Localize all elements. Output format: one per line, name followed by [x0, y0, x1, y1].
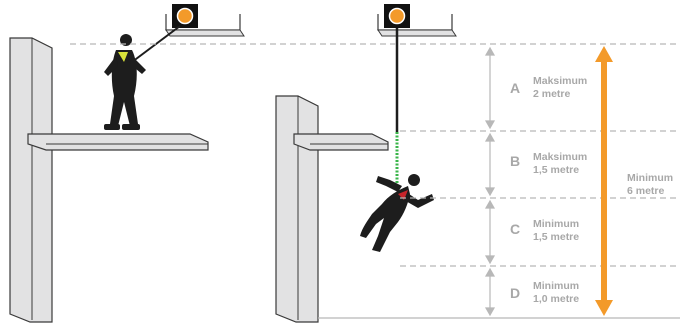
total-line2: 6 metre — [627, 185, 665, 197]
total-clearance-arrow — [595, 46, 613, 316]
zone-c-letter: C — [510, 221, 520, 237]
left-platform — [27, 133, 209, 151]
right-platform — [293, 133, 389, 151]
total-line1: Minimum — [627, 172, 673, 184]
zone-a-line2: 2 metre — [533, 88, 571, 100]
reference-lines — [70, 43, 680, 267]
zone-d-letter: D — [510, 285, 520, 301]
zone-c-line1: Minimum — [533, 218, 579, 230]
zone-d-line2: 1,0 metre — [533, 293, 579, 305]
zone-d-label: D Minimum 1,0 metre — [510, 280, 579, 305]
right-column — [275, 95, 319, 323]
zone-b-line1: Maksimum — [533, 151, 587, 163]
falling-worker — [360, 174, 434, 252]
zone-b-line2: 1,5 metre — [533, 164, 579, 176]
zone-c-label: C Minimum 1,5 metre — [510, 218, 579, 243]
harness-accent — [398, 190, 408, 200]
total-label: Minimum 6 metre — [627, 172, 673, 197]
zone-b-letter: B — [510, 153, 520, 169]
zone-a-letter: A — [510, 80, 520, 96]
left-structure — [9, 37, 209, 323]
right-anchor — [377, 4, 457, 37]
zone-a-line1: Maksimum — [533, 75, 587, 87]
zone-a-label: A Maksimum 2 metre — [510, 75, 587, 100]
left-anchor-icon — [176, 7, 194, 25]
zone-c-line2: 1,5 metre — [533, 231, 579, 243]
zone-arrows — [484, 46, 496, 317]
left-vest-accent — [118, 52, 128, 62]
zone-b-label: B Maksimum 1,5 metre — [510, 151, 587, 176]
left-anchor — [165, 4, 245, 37]
left-column — [9, 37, 53, 323]
right-structure — [275, 95, 389, 323]
zone-d-line1: Minimum — [533, 280, 579, 292]
right-anchor-icon — [388, 7, 406, 25]
standing-worker — [104, 25, 181, 130]
